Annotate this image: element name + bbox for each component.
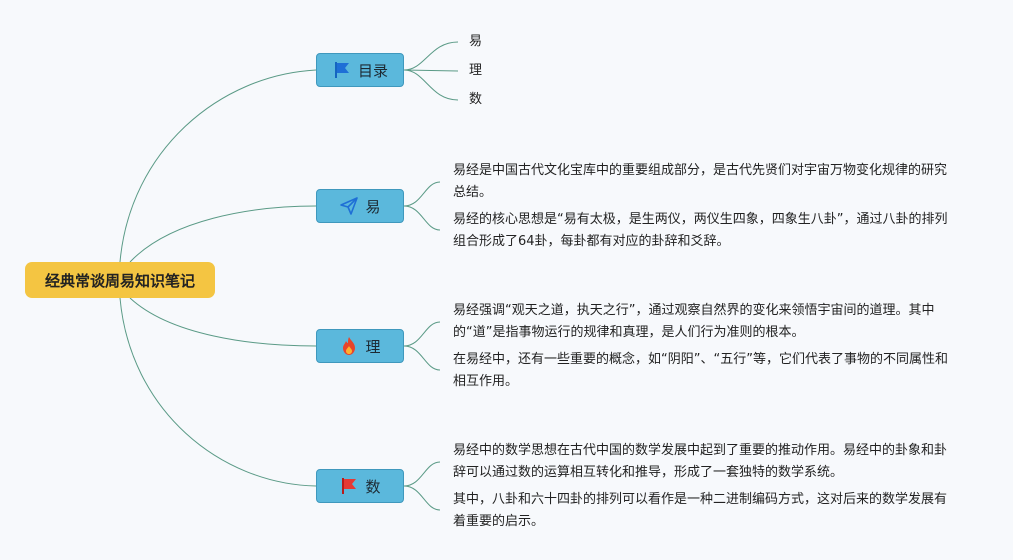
paper-plane-icon: [340, 197, 359, 215]
link-root-mulu: [119, 69, 317, 263]
link-li-note-1: [403, 321, 441, 347]
topic-label: 目录: [357, 61, 388, 80]
link-shu-note-1: [403, 461, 441, 487]
note-yi-1[interactable]: 易经是中国古代文化宝库中的重要组成部分，是古代先贤们对宇宙万物变化规律的研究总结…: [453, 163, 948, 200]
topic-label: 易: [365, 197, 381, 216]
toc-item-yi[interactable]: 易: [469, 34, 483, 49]
note-li-1[interactable]: 易经强调“观天之道，执天之行”，通过观察自然界的变化来领悟宇宙间的道理。其中的“…: [453, 303, 935, 340]
topic-label: 数: [365, 477, 381, 496]
topic-label: 理: [365, 337, 381, 356]
link-li-note-2: [403, 345, 441, 371]
link-mulu-item-3: [403, 69, 459, 101]
link-shu-note-2: [403, 485, 441, 511]
link-yi-note-1: [403, 181, 441, 207]
note-shu-2[interactable]: 其中，八卦和六十四卦的排列可以看作是一种二进制编码方式，这对后来的数学发展有着重…: [453, 492, 948, 529]
note-shu-1[interactable]: 易经中的数学思想在古代中国的数学发展中起到了重要的推动作用。易经中的卦象和卦辞可…: [453, 443, 948, 480]
link-root-yi: [129, 205, 317, 263]
root-node[interactable]: 经典常谈周易知识笔记: [25, 262, 215, 298]
link-mulu-item-2: [403, 69, 459, 72]
red-flag-icon: [342, 478, 357, 494]
note-yi-2[interactable]: 易经的核心思想是“易有太极，是生两仪，两仪生四象，四象生八卦”，通过八卦的排列组…: [453, 212, 948, 249]
root-label: 经典常谈周易知识笔记: [44, 271, 195, 290]
link-yi-note-2: [403, 205, 441, 231]
toc-item-li[interactable]: 理: [469, 63, 483, 78]
blue-flag-icon: [334, 62, 349, 78]
note-li-2[interactable]: 在易经中，还有一些重要的概念，如“阴阳”、“五行”等，它们代表了事物的不同属性和…: [453, 352, 948, 389]
link-root-shu: [119, 297, 317, 487]
link-root-li: [129, 297, 317, 347]
topic-mulu[interactable]: 目录: [316, 53, 404, 87]
link-mulu-item-1: [403, 41, 459, 71]
topic-yi[interactable]: 易: [316, 189, 404, 223]
topic-shu[interactable]: 数: [316, 469, 404, 503]
topic-li[interactable]: 理: [316, 329, 404, 363]
toc-item-shu[interactable]: 数: [469, 92, 483, 107]
fire-icon: [343, 337, 356, 355]
